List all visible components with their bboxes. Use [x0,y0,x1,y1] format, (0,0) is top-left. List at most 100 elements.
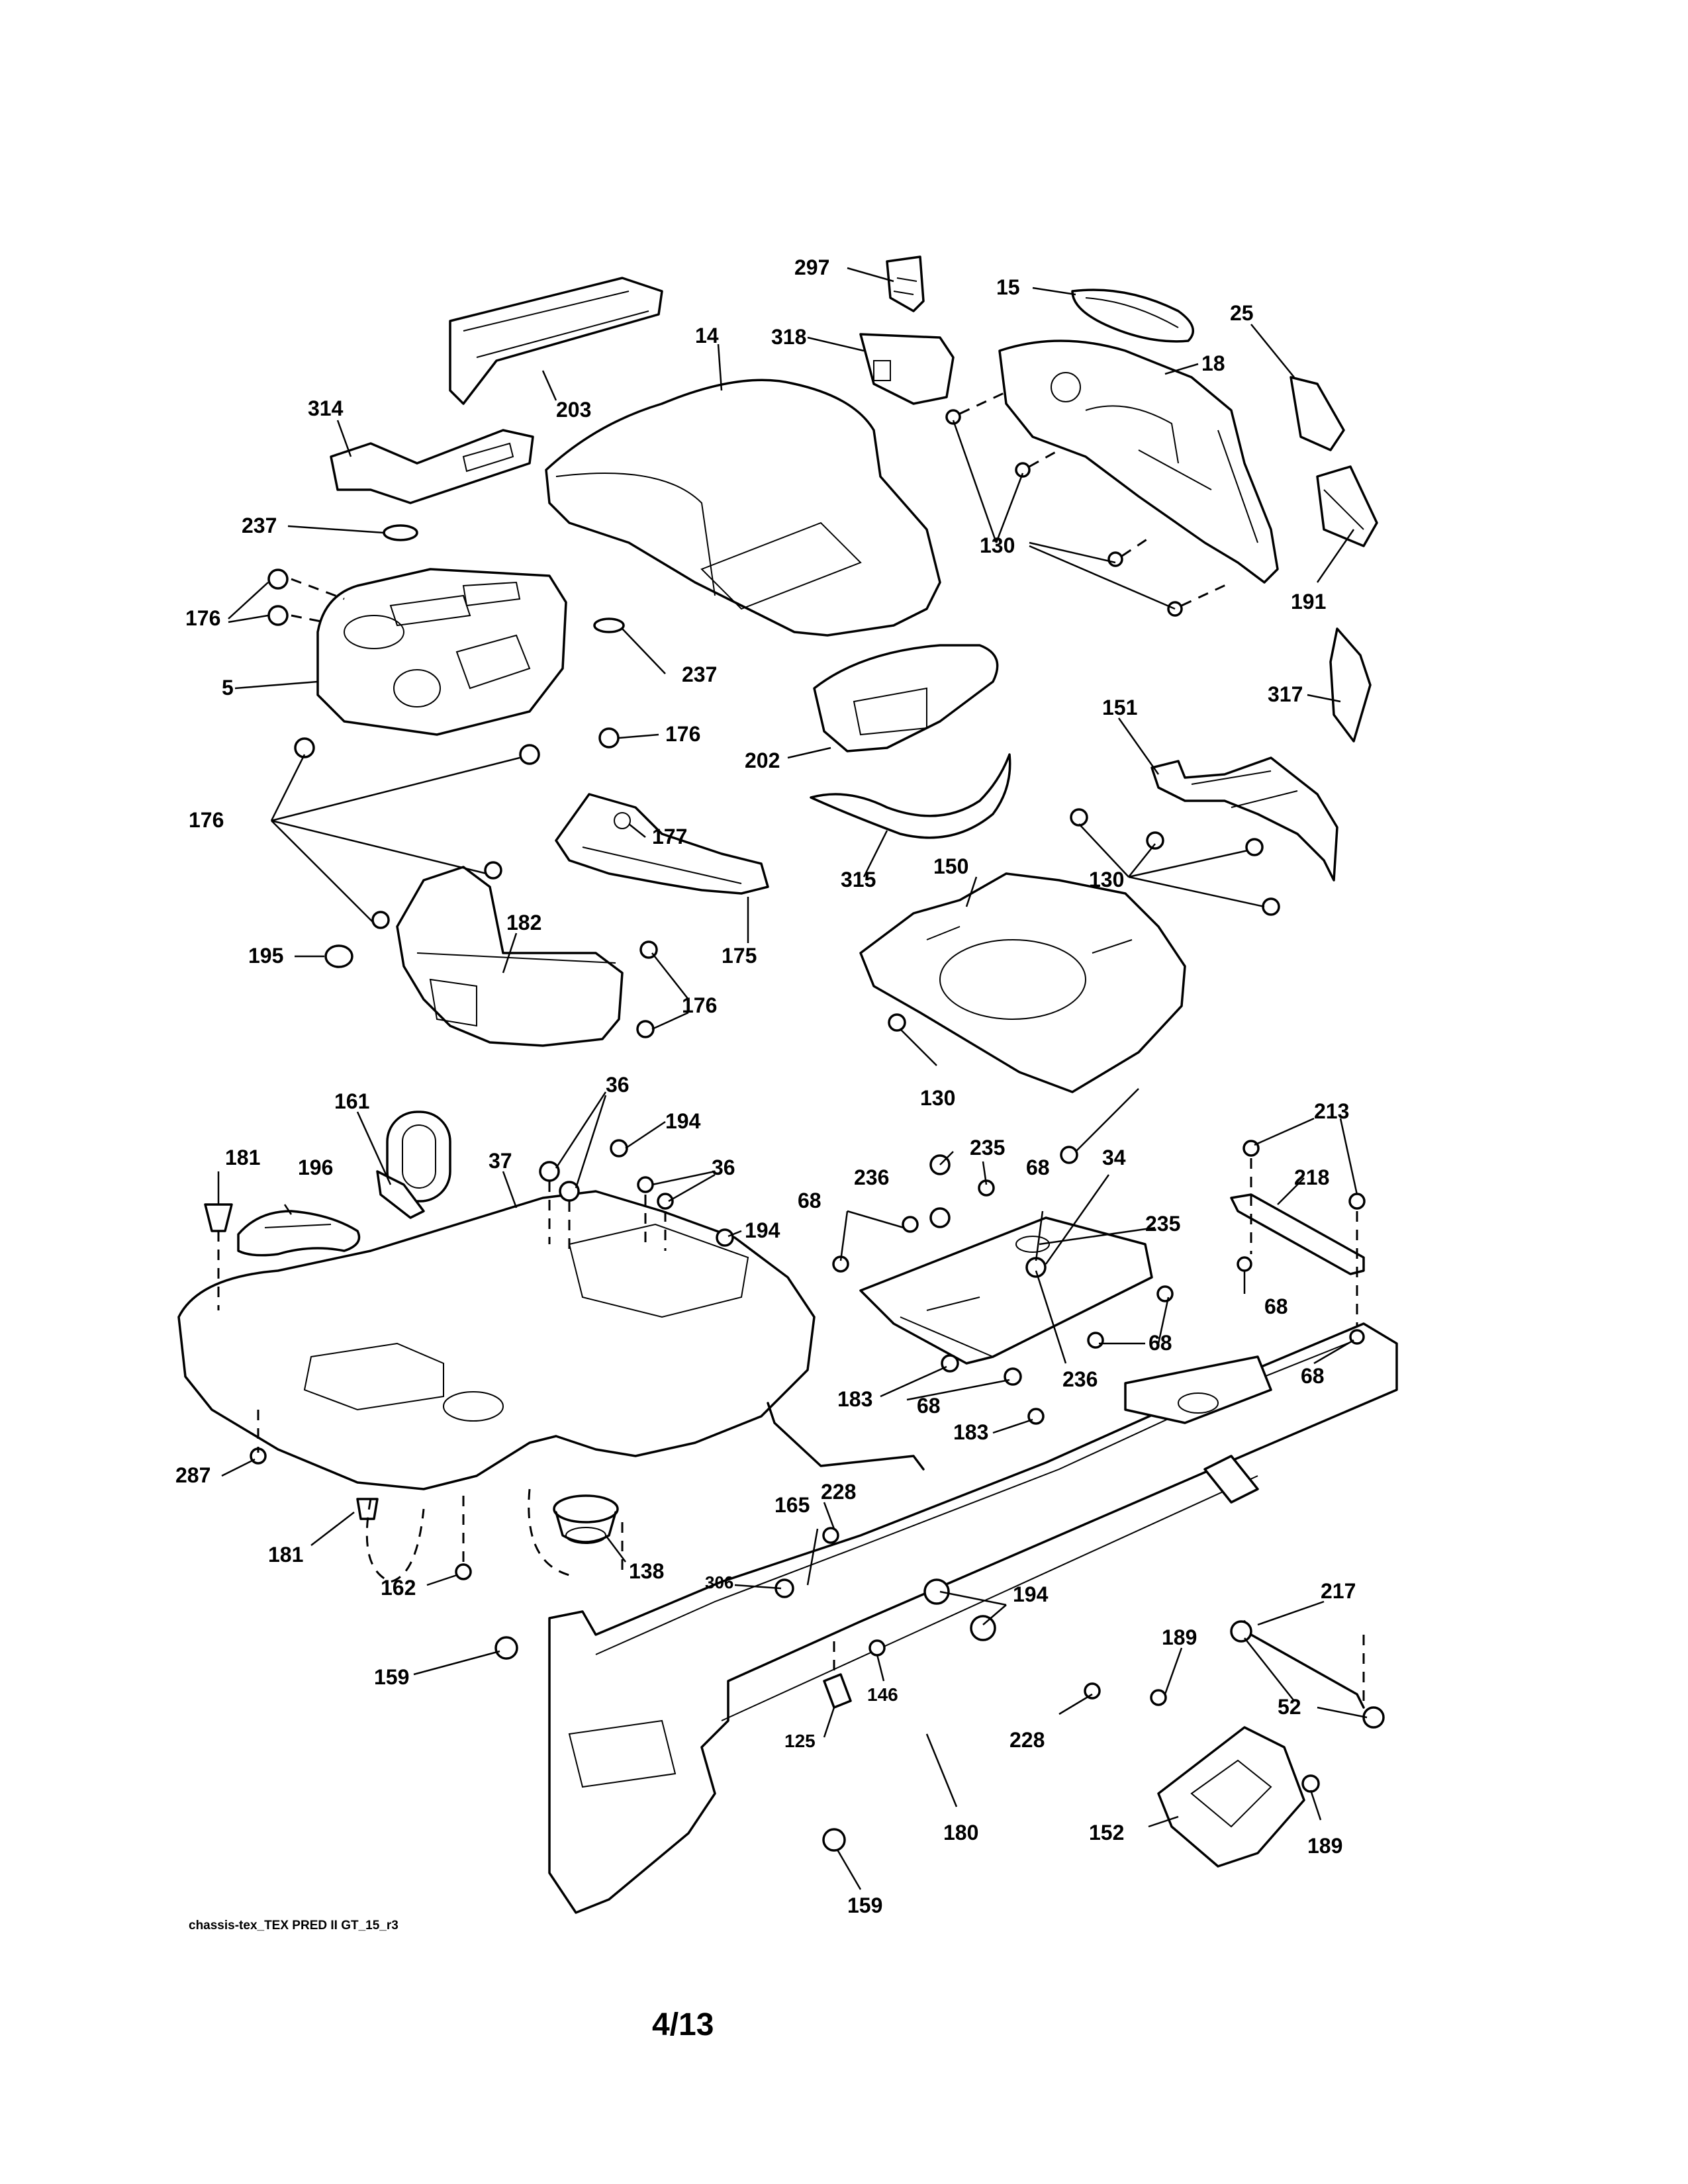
callout-183-b: 183 [953,1420,988,1444]
part-317 [1329,627,1372,743]
leader-lines [217,267,1368,1890]
part-165 [767,1402,925,1471]
callout-202: 202 [745,749,780,772]
part-182 [396,866,624,1047]
callout-176-c: 176 [189,808,224,832]
part-161 [376,1111,451,1219]
part-152 [1157,1726,1305,1868]
part-195 [324,944,353,968]
callout-306: 306 [705,1572,733,1592]
callout-180: 180 [943,1821,978,1844]
callout-125: 125 [784,1731,816,1751]
callout-287: 287 [175,1463,211,1487]
callout-317: 317 [1268,682,1303,706]
callout-68-d: 68 [917,1394,941,1418]
callout-151: 151 [1102,696,1137,719]
callout-318: 318 [771,325,806,349]
callout-labels: 297 15 318 14 18 25 203 314 130 237 176 … [175,255,1356,1917]
callout-68-f: 68 [1301,1364,1325,1388]
callout-194-c: 194 [745,1218,780,1242]
part-181-a [204,1203,233,1232]
callout-182: 182 [506,911,541,934]
callout-36-a: 36 [606,1073,630,1097]
callout-183-a: 183 [837,1387,872,1411]
part-14 [545,379,941,637]
callout-150: 150 [933,854,968,878]
part-15 [1071,289,1195,343]
callout-236-a: 236 [854,1165,889,1189]
part-177 [555,793,769,895]
callout-130-mid: 130 [1089,868,1124,891]
callout-68-b: 68 [798,1189,821,1212]
callout-236-b: 236 [1062,1367,1098,1391]
callout-177: 177 [652,825,687,848]
fasteners [250,409,1385,1852]
part-315 [810,753,1011,839]
callout-314: 314 [308,396,344,420]
callout-138: 138 [629,1559,664,1583]
part-218 [1230,1193,1365,1275]
part-196 [237,1210,361,1257]
part-237-a [383,524,418,541]
source-code: chassis-tex_TEX PRED II GT_15_r3 [189,1919,399,1933]
part-180 [548,1322,1398,1914]
part-18 [998,340,1279,584]
callout-176-b: 176 [665,722,700,746]
part-5 [316,568,567,736]
callout-176-d: 176 [682,993,717,1017]
callout-181-b: 181 [268,1543,303,1567]
part-314 [330,429,534,504]
callout-203: 203 [556,398,591,422]
callout-34: 34 [1102,1146,1126,1169]
callout-14: 14 [695,324,719,347]
part-151 [1150,756,1338,882]
callout-18: 18 [1201,351,1225,375]
part-25 [1289,376,1345,451]
callout-194-a: 194 [665,1109,701,1133]
callout-228-a: 228 [821,1480,856,1504]
callout-195: 195 [248,944,283,968]
part-150 [859,872,1186,1093]
callout-68-e: 68 [1264,1295,1288,1318]
callout-130-top: 130 [980,533,1015,557]
part-191 [1316,465,1378,547]
part-138 [553,1494,619,1544]
assembly-lines [217,389,1365,1701]
callout-235-a: 235 [970,1136,1005,1160]
page-number: 4/13 [652,2007,714,2042]
callout-194-b: 194 [1013,1582,1049,1606]
callout-191: 191 [1291,590,1326,614]
callout-217: 217 [1321,1579,1356,1603]
callout-36-b: 36 [712,1156,735,1179]
callout-25: 25 [1230,301,1254,325]
part-217 [1243,1620,1365,1709]
callout-175: 175 [722,944,757,968]
callout-237-a: 237 [242,514,277,537]
callout-146: 146 [867,1684,898,1705]
callout-189-b: 189 [1307,1834,1342,1858]
callout-162: 162 [381,1576,416,1600]
callout-315: 315 [841,868,876,891]
callout-37: 37 [489,1149,512,1173]
callout-159-b: 159 [847,1893,882,1917]
callout-152: 152 [1089,1821,1124,1844]
callout-52: 52 [1278,1695,1301,1719]
callout-181-a: 181 [225,1146,260,1169]
callout-237-b: 237 [682,662,717,686]
part-297 [886,255,925,312]
part-203 [449,277,663,405]
part-318 [859,333,955,405]
callout-68-a: 68 [1026,1156,1050,1179]
callout-15: 15 [996,275,1020,299]
part-237-b [593,617,625,633]
callout-228-b: 228 [1009,1728,1045,1752]
callout-68-c: 68 [1149,1331,1172,1355]
callout-176-a: 176 [185,606,220,630]
callout-213: 213 [1314,1099,1349,1123]
callout-235-b: 235 [1145,1212,1180,1236]
callout-297: 297 [794,255,829,279]
part-125 [823,1673,852,1709]
callout-196: 196 [298,1156,333,1179]
callout-161: 161 [334,1089,369,1113]
